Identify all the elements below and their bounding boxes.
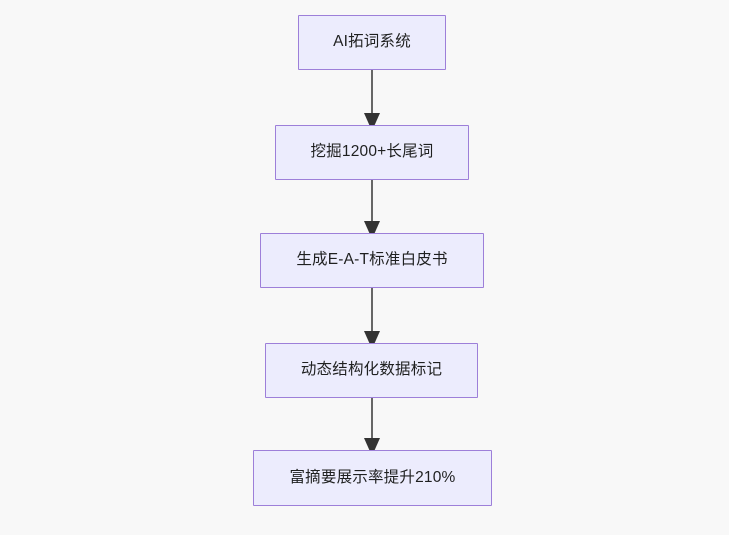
flow-node-mine-longtail-keywords[interactable]: 挖掘1200+长尾词 [275,125,469,180]
flow-node-generate-eat-whitepaper[interactable]: 生成E-A-T标准白皮书 [260,233,484,288]
flow-node-label: 生成E-A-T标准白皮书 [296,251,448,269]
flow-node-label: 动态结构化数据标记 [300,361,443,379]
flow-node-label: 富摘要展示率提升210% [289,468,456,486]
flow-node-rich-snippet-uplift[interactable]: 富摘要展示率提升210% [253,450,492,506]
flow-node-ai-keyword-system[interactable]: AI拓词系统 [298,15,446,70]
flow-node-dynamic-structured-data[interactable]: 动态结构化数据标记 [265,343,478,398]
flow-node-label: AI拓词系统 [333,33,411,51]
flow-node-label: 挖掘1200+长尾词 [310,143,434,161]
